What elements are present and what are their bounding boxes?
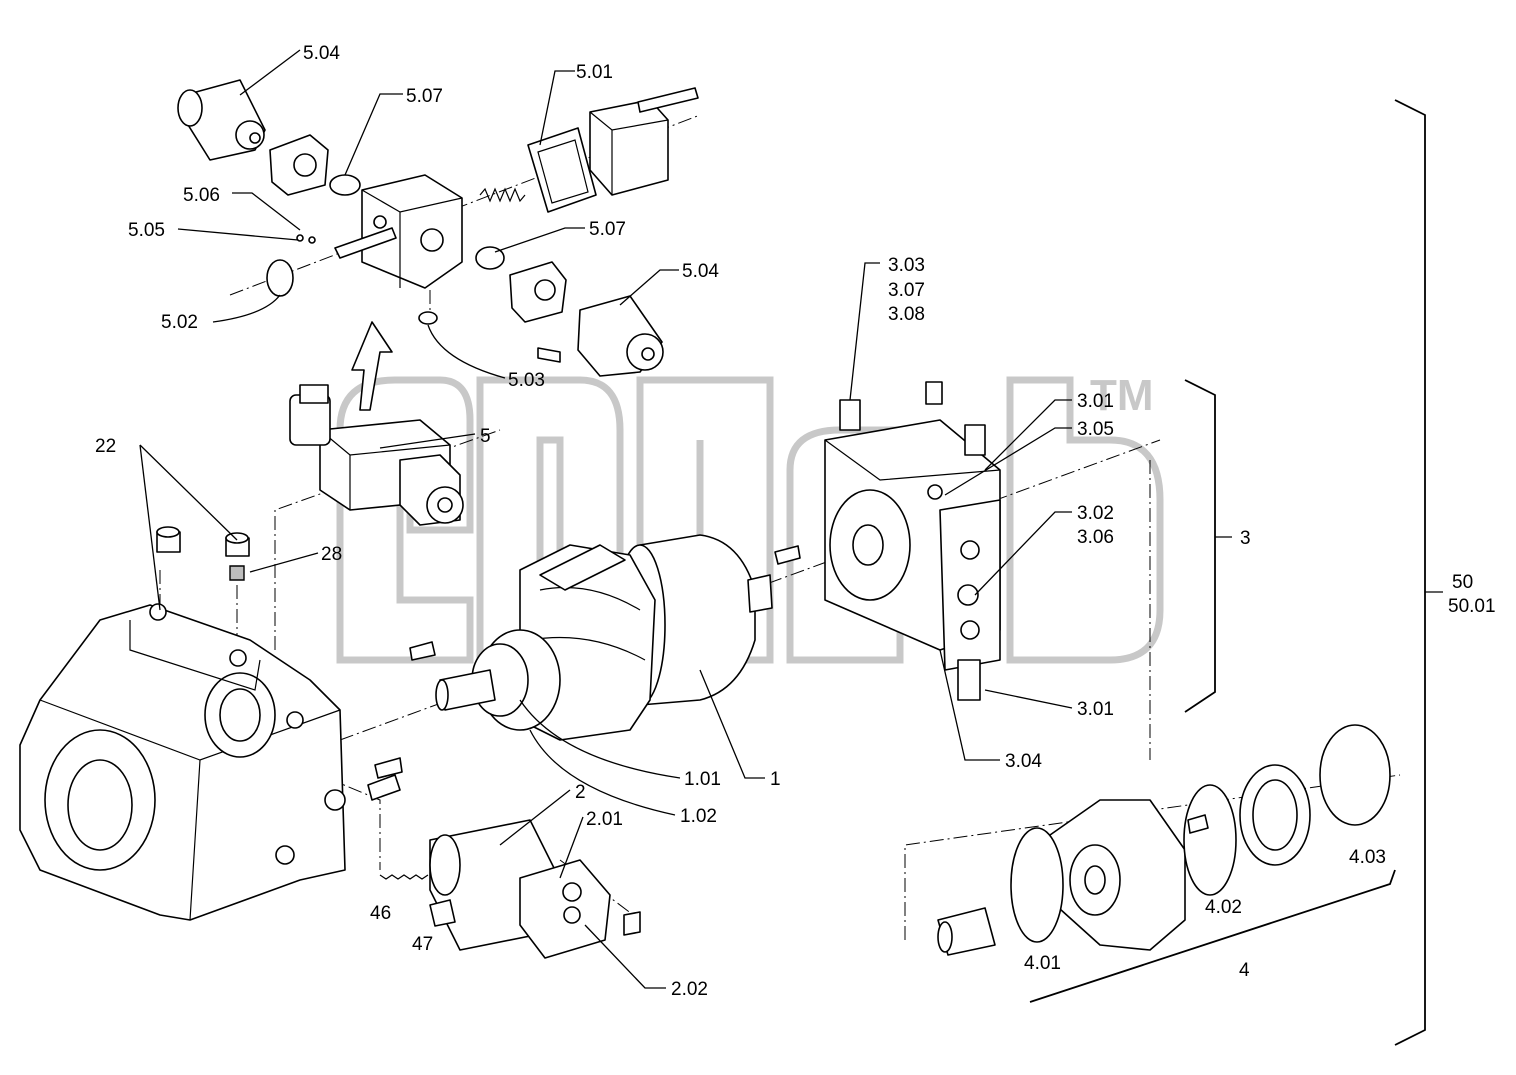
callout-3-01-top: 3.01: [1077, 391, 1114, 412]
callout-5-02: 5.02: [161, 312, 198, 333]
callout-4-01: 4.01: [1024, 953, 1061, 974]
callout-3-08: 3.08: [888, 304, 925, 325]
callout-5-03: 5.03: [508, 370, 545, 391]
control-valve-3: [824, 381, 1001, 701]
plug-22-parts: [156, 526, 250, 581]
callout-labels: 5.04 5.07 5.01 5.06 5.05 5.07 5.04 5.02 …: [95, 43, 1496, 1000]
callout-5: 5: [480, 426, 491, 447]
callout-28: 28: [321, 544, 342, 565]
block-5-exploded-parts: [177, 79, 699, 377]
callout-5-04-top: 5.04: [303, 43, 340, 64]
filter-2-assembly: [367, 757, 641, 959]
callout-3-04: 3.04: [1005, 751, 1042, 772]
callout-5-06: 5.06: [183, 185, 220, 206]
watermark-trademark: TM: [1090, 371, 1154, 420]
callout-4-02: 4.02: [1205, 897, 1242, 918]
callout-4: 4: [1239, 960, 1250, 981]
callout-5-04-right: 5.04: [682, 261, 719, 282]
callout-47: 47: [412, 934, 433, 955]
callout-46: 46: [370, 903, 391, 924]
callout-3-07: 3.07: [888, 280, 925, 301]
callout-50-01: 50.01: [1448, 596, 1496, 617]
group-4-assembly: [937, 724, 1391, 956]
leader-lines: [139, 49, 1443, 989]
callout-5-07-right: 5.07: [589, 219, 626, 240]
group-brackets: [1029, 99, 1426, 1046]
callout-4-03: 4.03: [1349, 847, 1386, 868]
valve-5-assembly: [289, 321, 464, 526]
callout-3-06: 3.06: [1077, 527, 1114, 548]
callout-2-01: 2.01: [586, 809, 623, 830]
callout-3-03: 3.03: [888, 255, 925, 276]
callout-5-07-top: 5.07: [406, 86, 443, 107]
callout-3-05: 3.05: [1077, 419, 1114, 440]
callout-3-01-bottom: 3.01: [1077, 699, 1114, 720]
pump-housing: [19, 603, 346, 921]
callout-1: 1: [770, 769, 781, 790]
callout-2-02: 2.02: [671, 979, 708, 1000]
callout-3-02: 3.02: [1077, 503, 1114, 524]
callout-22: 22: [95, 436, 116, 457]
callout-1-01: 1.01: [684, 769, 721, 790]
callout-50: 50: [1452, 572, 1473, 593]
callout-2: 2: [575, 782, 586, 803]
callout-1-02: 1.02: [680, 806, 717, 827]
rotary-group-1: [409, 534, 801, 741]
callout-5-05: 5.05: [128, 220, 165, 241]
callout-5-01: 5.01: [576, 62, 613, 83]
callout-3: 3: [1240, 528, 1251, 549]
